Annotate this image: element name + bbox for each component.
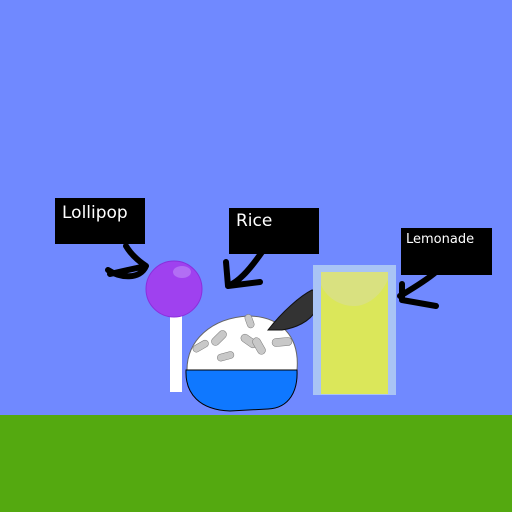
- ground: [0, 415, 512, 512]
- lemonade-arrow: [397, 269, 439, 309]
- lemonade-label: Lemonade: [397, 228, 492, 309]
- glass-rim: [313, 265, 396, 272]
- lollipop[interactable]: [145, 260, 203, 392]
- lemonade-label-text: Lemonade: [406, 232, 474, 247]
- rice-grain: [217, 351, 235, 362]
- rice-arrow: [223, 249, 265, 289]
- rice-grain: [252, 337, 266, 355]
- rice-grain: [192, 339, 209, 353]
- rice-label: Rice: [223, 208, 319, 289]
- lollipop-label: Lollipop: [55, 198, 149, 280]
- lollipop-stick: [170, 312, 182, 392]
- lollipop-arrow: [105, 243, 149, 280]
- rice-label-text: Rice: [236, 211, 272, 231]
- rice-grain: [211, 330, 227, 346]
- lollipop-label-text: Lollipop: [62, 203, 128, 223]
- bowl: [185, 369, 298, 412]
- rice-bowl[interactable]: [185, 289, 319, 412]
- rice-grains: [192, 314, 293, 362]
- lollipop-shine: [173, 266, 191, 278]
- lemonade-glass[interactable]: [313, 265, 396, 395]
- rice-label-box: [229, 208, 319, 254]
- lemonade-label-box: [401, 228, 492, 275]
- rice-grain: [244, 314, 255, 329]
- rice-grain: [271, 337, 293, 347]
- lollipop-label-box: [55, 198, 145, 244]
- drink-surface: [321, 272, 388, 306]
